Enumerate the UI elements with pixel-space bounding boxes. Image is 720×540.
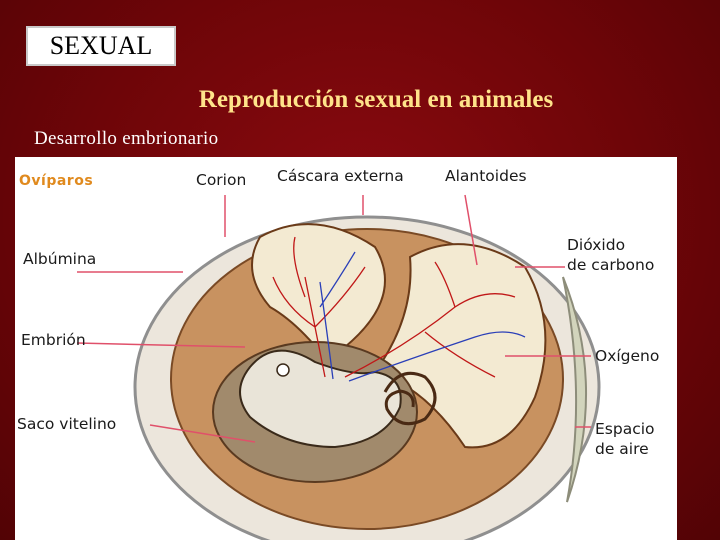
embryo-eye (277, 364, 289, 376)
label-oxigeno: Oxígeno (595, 346, 659, 366)
label-cascara: Cáscara externa (277, 166, 404, 186)
egg-illustration (15, 157, 677, 540)
oviparos-label: Ovíparos (19, 173, 93, 189)
label-alantoides: Alantoides (445, 166, 527, 186)
label-saco-vitelino: Saco vitelino (17, 414, 116, 434)
egg-diagram: Ovíparos Corion Cáscara externa Alantoid… (15, 157, 677, 540)
label-dioxido-1: Dióxido (567, 235, 625, 255)
label-espacio-1: Espacio (595, 419, 655, 439)
label-embrion: Embrión (21, 330, 86, 350)
slide-title: Reproducción sexual en animales (0, 86, 720, 114)
label-dioxido-2: de carbono (567, 255, 654, 275)
label-espacio-2: de aire (595, 439, 649, 459)
label-albumina: Albúmina (23, 249, 96, 269)
slide-subtitle: Desarrollo embrionario (34, 128, 218, 150)
section-tag: SEXUAL (26, 26, 176, 66)
label-corion: Corion (196, 170, 246, 190)
